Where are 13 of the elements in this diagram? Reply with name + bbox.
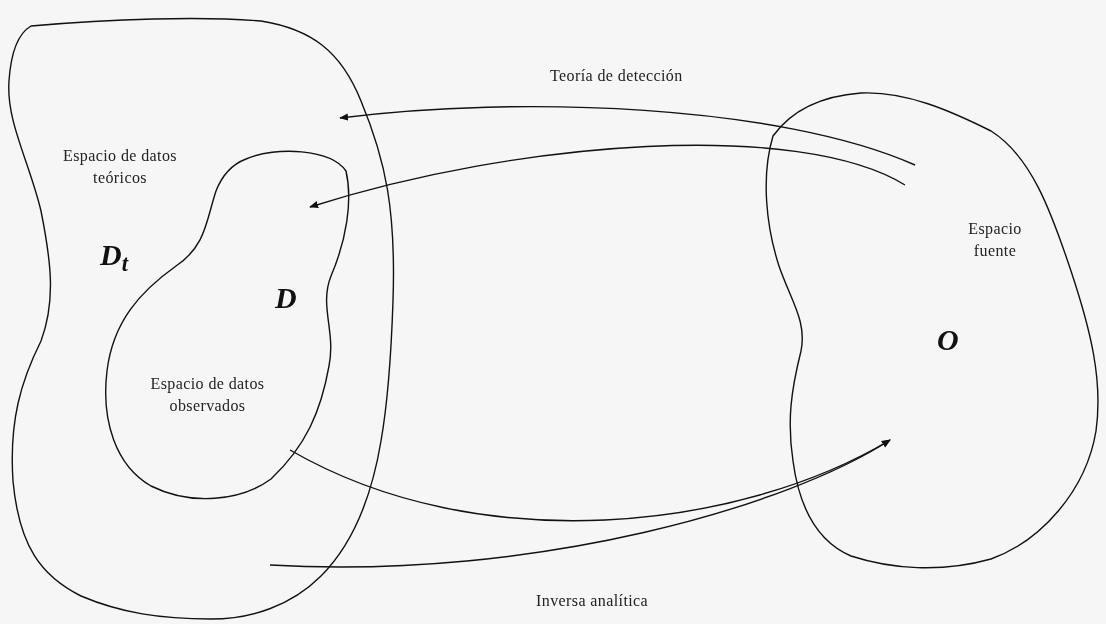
region-outline — [8, 17, 395, 620]
arrow — [309, 144, 906, 209]
region-label: Espacio de datos observados — [149, 374, 266, 416]
set-symbol: O — [937, 325, 960, 355]
edge-label: Inversa analítica — [536, 591, 649, 611]
region-label: Espacio fuente — [967, 219, 1023, 261]
set-symbol: D — [275, 283, 298, 313]
edge-label: Teoría de detección — [550, 66, 683, 86]
region-outline — [765, 92, 1099, 569]
set-symbol: D$_{t}$ — [100, 240, 130, 270]
arrow — [269, 439, 891, 568]
arrow — [339, 105, 916, 166]
region-label: Espacio de datos teóricos — [62, 146, 178, 188]
